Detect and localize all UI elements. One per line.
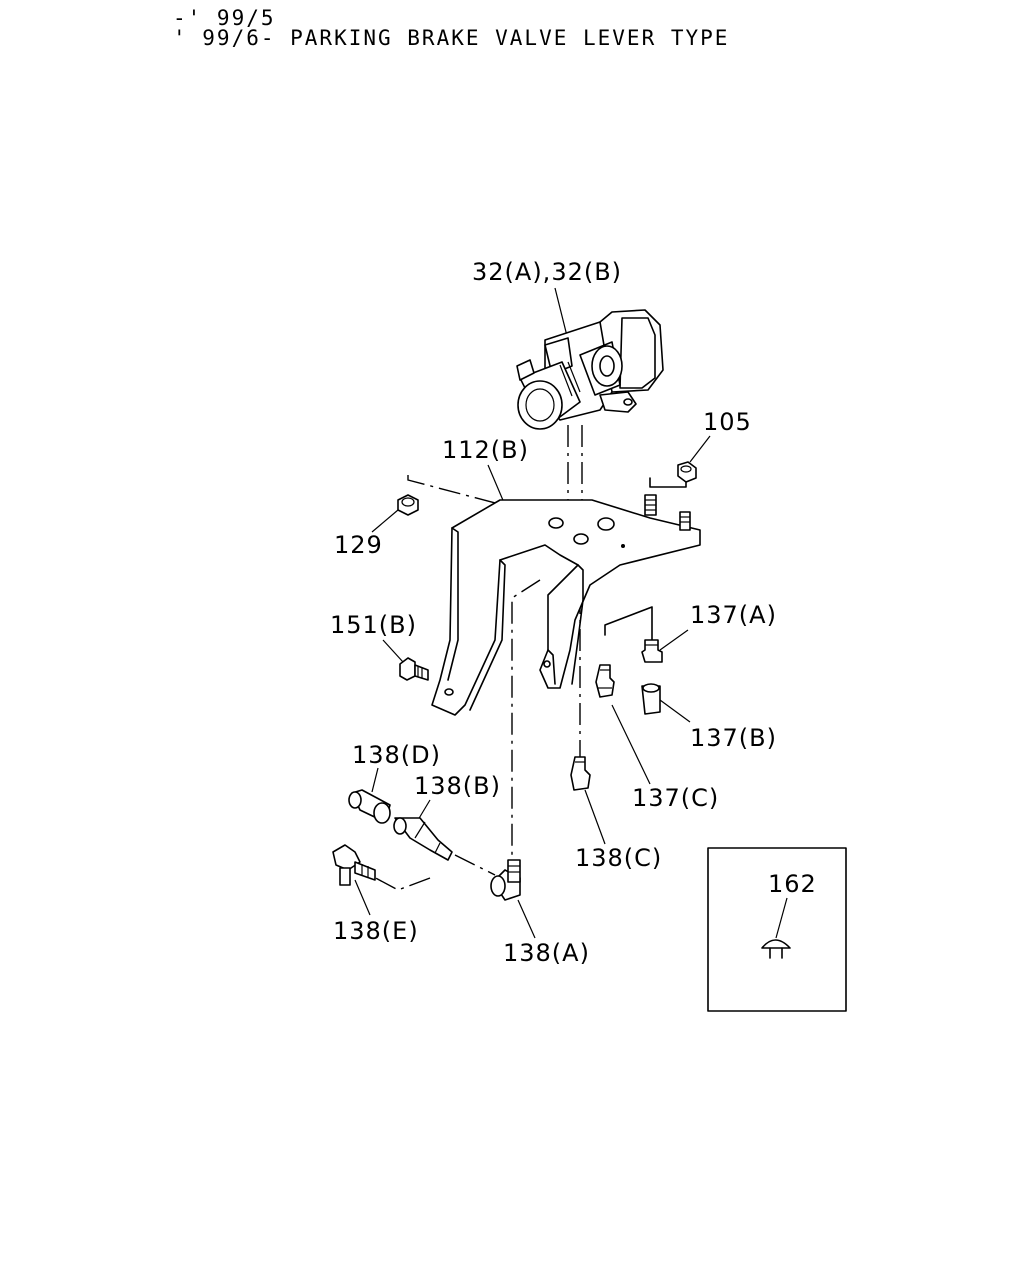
fitting-137c xyxy=(595,664,615,698)
label-129: 129 xyxy=(334,531,383,559)
header-date-range: -' 99/5 xyxy=(173,6,276,30)
label-138e: 138(E) xyxy=(333,917,419,945)
label-112b: 112(B) xyxy=(442,436,529,464)
label-162: 162 xyxy=(768,870,817,898)
nut-129 xyxy=(397,494,419,516)
label-138d: 138(D) xyxy=(352,741,441,769)
label-151b: 151(B) xyxy=(330,611,417,639)
fitting-138d xyxy=(348,789,391,824)
nut-105 xyxy=(644,461,697,531)
label-32ab: 32(A),32(B) xyxy=(472,258,622,286)
label-137a: 137(A) xyxy=(690,601,777,629)
fitting-138b xyxy=(393,817,453,861)
label-leaders xyxy=(354,287,788,939)
label-137b: 137(B) xyxy=(690,724,777,752)
fitting-138e xyxy=(332,844,376,886)
bolt-151b xyxy=(399,657,429,681)
label-138b: 138(B) xyxy=(414,772,501,800)
part-labels: 32(A),32(B) 105 112(B) 129 151(B) 137(A)… xyxy=(330,258,817,967)
clip-162 xyxy=(761,939,791,959)
label-137c: 137(C) xyxy=(632,784,719,812)
fitting-137a xyxy=(641,639,663,663)
inset-box-162 xyxy=(707,847,847,1012)
fitting-138c xyxy=(570,756,591,791)
header-title: ' 99/6- PARKING BRAKE VALVE LEVER TYPE xyxy=(173,26,730,50)
label-105: 105 xyxy=(703,408,752,436)
fitting-137b xyxy=(641,683,661,715)
label-138c: 138(C) xyxy=(575,844,662,872)
parking-brake-valve xyxy=(516,309,664,430)
mounting-bracket xyxy=(431,499,701,716)
label-138a: 138(A) xyxy=(503,939,590,967)
fitting-138a xyxy=(490,859,521,901)
